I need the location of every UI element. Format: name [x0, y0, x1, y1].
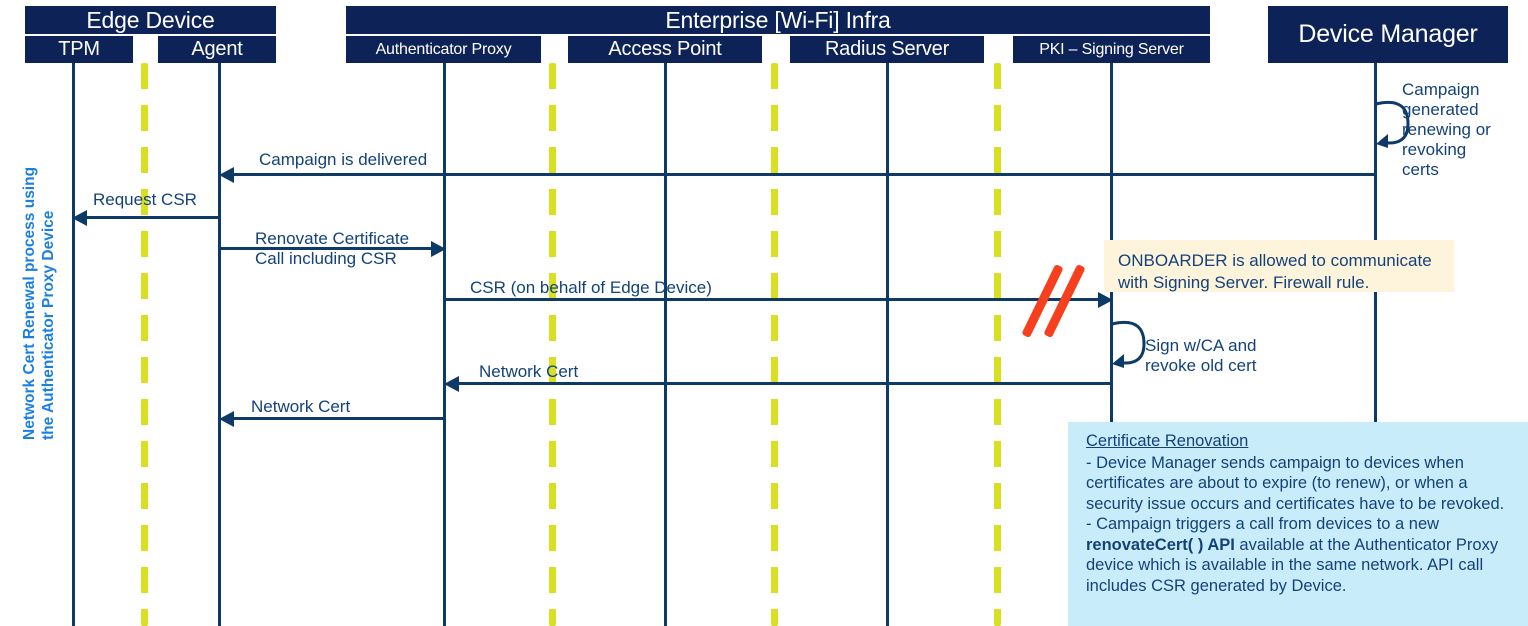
arrow-line-network-cert-pki	[458, 382, 1111, 385]
arrow-label-renovate-certificate-line2: Call including CSR	[255, 249, 397, 268]
note-paragraph-2-post: available at the Authenticator Proxy dev…	[1086, 535, 1499, 595]
arrow-line-network-cert-agent	[233, 417, 446, 420]
loop-line-1: Sign w/CA and	[1145, 336, 1257, 355]
side-label-line-1: Network Cert Renewal process using	[21, 166, 38, 440]
group-header-edge-device: Edge Device	[25, 6, 276, 34]
boundary-dashed-authenticator-proxy	[549, 63, 556, 626]
note-certificate-renovation: Certificate Renovation - Device Manager …	[1068, 422, 1528, 626]
lifeline-device-manager	[1374, 63, 1377, 626]
arrow-head-campaign-delivered	[219, 167, 234, 183]
participant-header-tpm[interactable]: TPM	[25, 36, 133, 63]
participant-header-agent[interactable]: Agent	[158, 36, 276, 63]
diagram-side-label: Network Cert Renewal process using the A…	[20, 167, 58, 440]
lifeline-agent	[218, 63, 221, 626]
participant-header-access-point[interactable]: Access Point	[568, 36, 762, 63]
arrow-label-request-csr: Request CSR	[93, 190, 197, 209]
loop-line-2: generated	[1402, 100, 1479, 119]
boundary-dashed-access-point	[771, 63, 778, 626]
loop-line-2: revoke old cert	[1145, 356, 1257, 375]
boundary-dashed-edge-device	[141, 63, 148, 626]
self-loop-campaign-generated	[1374, 98, 1414, 150]
note-onboarder-line-2: with Signing Server. Firewall rule.	[1118, 273, 1370, 292]
firewall-slash-marker	[1021, 262, 1092, 342]
arrow-line-csr-on-behalf	[444, 298, 1100, 301]
arrow-head-renovate-certificate	[431, 241, 446, 257]
note-certificate-renovation-paragraph-2: - Campaign triggers a call from devices …	[1086, 515, 1498, 595]
lifeline-pki-signing-server	[1110, 63, 1113, 626]
arrow-head-request-csr	[72, 210, 87, 226]
arrow-label-campaign-delivered: Campaign is delivered	[259, 150, 428, 169]
lifeline-authenticator-proxy	[443, 63, 446, 626]
loop-line-4: revoking	[1402, 140, 1467, 159]
arrow-line-request-csr	[86, 216, 221, 219]
lifeline-radius-server	[886, 63, 889, 626]
arrow-line-renovate-certificate	[219, 247, 433, 250]
note-onboarder-firewall-rule: ONBOARDER is allowed to communicate with…	[1104, 240, 1454, 292]
side-label-line-2: the Authenticator Proxy Device	[40, 210, 57, 440]
participant-header-pki-signing-server[interactable]: PKI – Signing Server	[1013, 36, 1210, 63]
note-onboarder-line-1: ONBOARDER is allowed to communicate	[1118, 251, 1432, 270]
arrow-label-network-cert-pki: Network Cert	[479, 362, 579, 381]
loop-line-3: renewing or	[1402, 120, 1491, 139]
self-loop-label-campaign-generated: Campaign generated renewing or revoking …	[1402, 80, 1491, 180]
loop-line-1: Campaign	[1402, 80, 1480, 99]
arrow-line-campaign-delivered	[233, 173, 1375, 176]
arrow-head-network-cert-agent	[219, 411, 234, 427]
arrow-head-network-cert-pki	[444, 376, 459, 392]
arrow-head-csr-on-behalf	[1098, 292, 1113, 308]
loop-line-5: certs	[1402, 160, 1439, 179]
arrow-label-csr-on-behalf: CSR (on behalf of Edge Device)	[470, 278, 712, 297]
self-loop-label-sign-with-ca: Sign w/CA and revoke old cert	[1145, 336, 1257, 376]
note-certificate-renovation-paragraph-1: - Device Manager sends campaign to devic…	[1086, 453, 1505, 513]
self-loop-sign-with-ca	[1110, 318, 1150, 370]
lifeline-access-point	[664, 63, 667, 626]
lifeline-tpm	[72, 63, 75, 626]
group-header-enterprise-infra: Enterprise [Wi-Fi] Infra	[346, 6, 1210, 34]
note-api-name: renovateCert( ) API	[1086, 535, 1235, 554]
participant-header-device-manager[interactable]: Device Manager	[1268, 6, 1508, 63]
participant-header-radius-server[interactable]: Radius Server	[790, 36, 984, 63]
arrow-label-renovate-certificate-line1: Renovate Certificate	[255, 229, 410, 248]
arrow-label-network-cert-agent: Network Cert	[251, 397, 351, 416]
participant-header-authenticator-proxy[interactable]: Authenticator Proxy	[346, 36, 541, 63]
note-certificate-renovation-title: Certificate Renovation	[1086, 432, 1249, 450]
note-paragraph-2-pre: - Campaign triggers a call from devices …	[1086, 515, 1440, 533]
boundary-dashed-radius-server	[994, 63, 1001, 626]
